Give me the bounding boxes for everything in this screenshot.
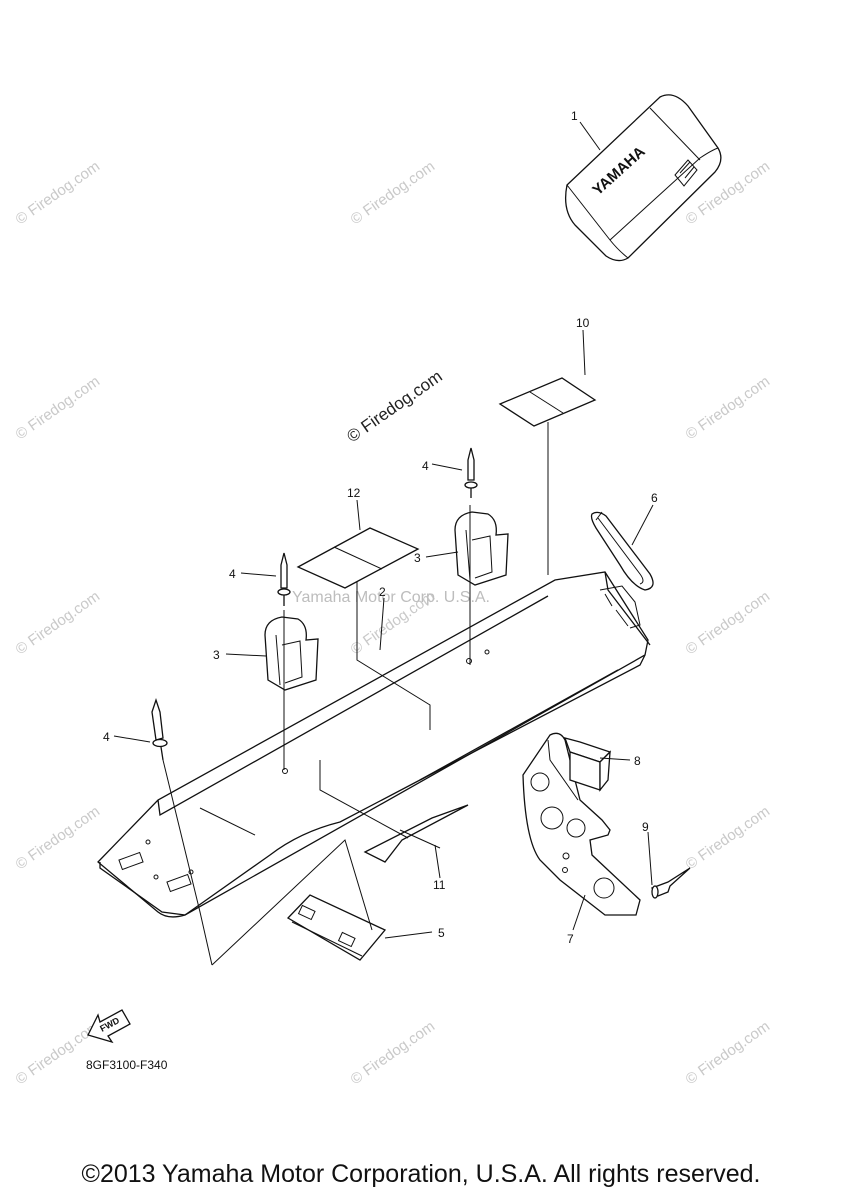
rivet-4-top [464,447,478,498]
fwd-arrow-icon: FWD [87,1009,131,1044]
sticker-11 [319,760,469,863]
callout-2: 2 [379,585,386,599]
callout-3-lower: 3 [213,648,220,662]
seat-cover: YAMAHA [564,94,722,262]
watermark: © Firedog.com [13,803,104,873]
callouts: 1 2 3 3 4 4 4 5 6 7 8 9 10 11 12 [103,109,658,946]
plate-5 [211,839,387,966]
watermark: © Firedog.com [683,1018,774,1088]
callout-6: 6 [651,491,658,505]
callout-5: 5 [438,926,445,940]
screw-9 [650,867,691,899]
callout-12: 12 [347,486,361,500]
watermark-layer: © Firedog.com © Firedog.com © Firedog.co… [13,158,774,1088]
tray-board [97,571,651,918]
callout-9: 9 [642,820,649,834]
leader-lines [113,121,654,939]
pad-8 [563,737,612,792]
watermark: © Firedog.com [13,588,104,658]
bracket-3-lower [264,610,319,770]
diagram-code: 8GF3100-F340 [86,1058,168,1072]
callout-4-left: 4 [103,730,110,744]
callout-8: 8 [634,754,641,768]
watermark: © Firedog.com [13,1018,104,1088]
callout-7: 7 [567,932,574,946]
callout-3-upper: 3 [414,551,421,565]
rivet-4-middle [277,552,291,606]
sticker-12 [296,527,431,730]
watermark: © Firedog.com [683,803,774,873]
callout-4-middle: 4 [229,567,236,581]
callout-10: 10 [576,316,590,330]
center-watermark: © Firedog.com [343,367,445,447]
corp-watermark: Yamaha Motor Corp. U.S.A. [292,589,490,606]
gasket-7 [522,732,641,916]
copyright-notice: ©2013 Yamaha Motor Corporation, U.S.A. A… [81,1160,761,1188]
callout-1: 1 [571,109,578,123]
watermark: © Firedog.com [13,158,104,228]
clip-6 [590,511,654,591]
rivet-4-left [151,697,213,966]
watermark: © Firedog.com [683,373,774,443]
callout-4-top: 4 [422,459,429,473]
bracket-3-upper [454,505,509,665]
watermark: © Firedog.com [13,373,104,443]
sticker-10 [498,377,597,575]
callout-11: 11 [433,878,446,892]
watermark: © Firedog.com [348,1018,439,1088]
watermark: © Firedog.com [348,158,439,228]
watermark: © Firedog.com [683,588,774,658]
